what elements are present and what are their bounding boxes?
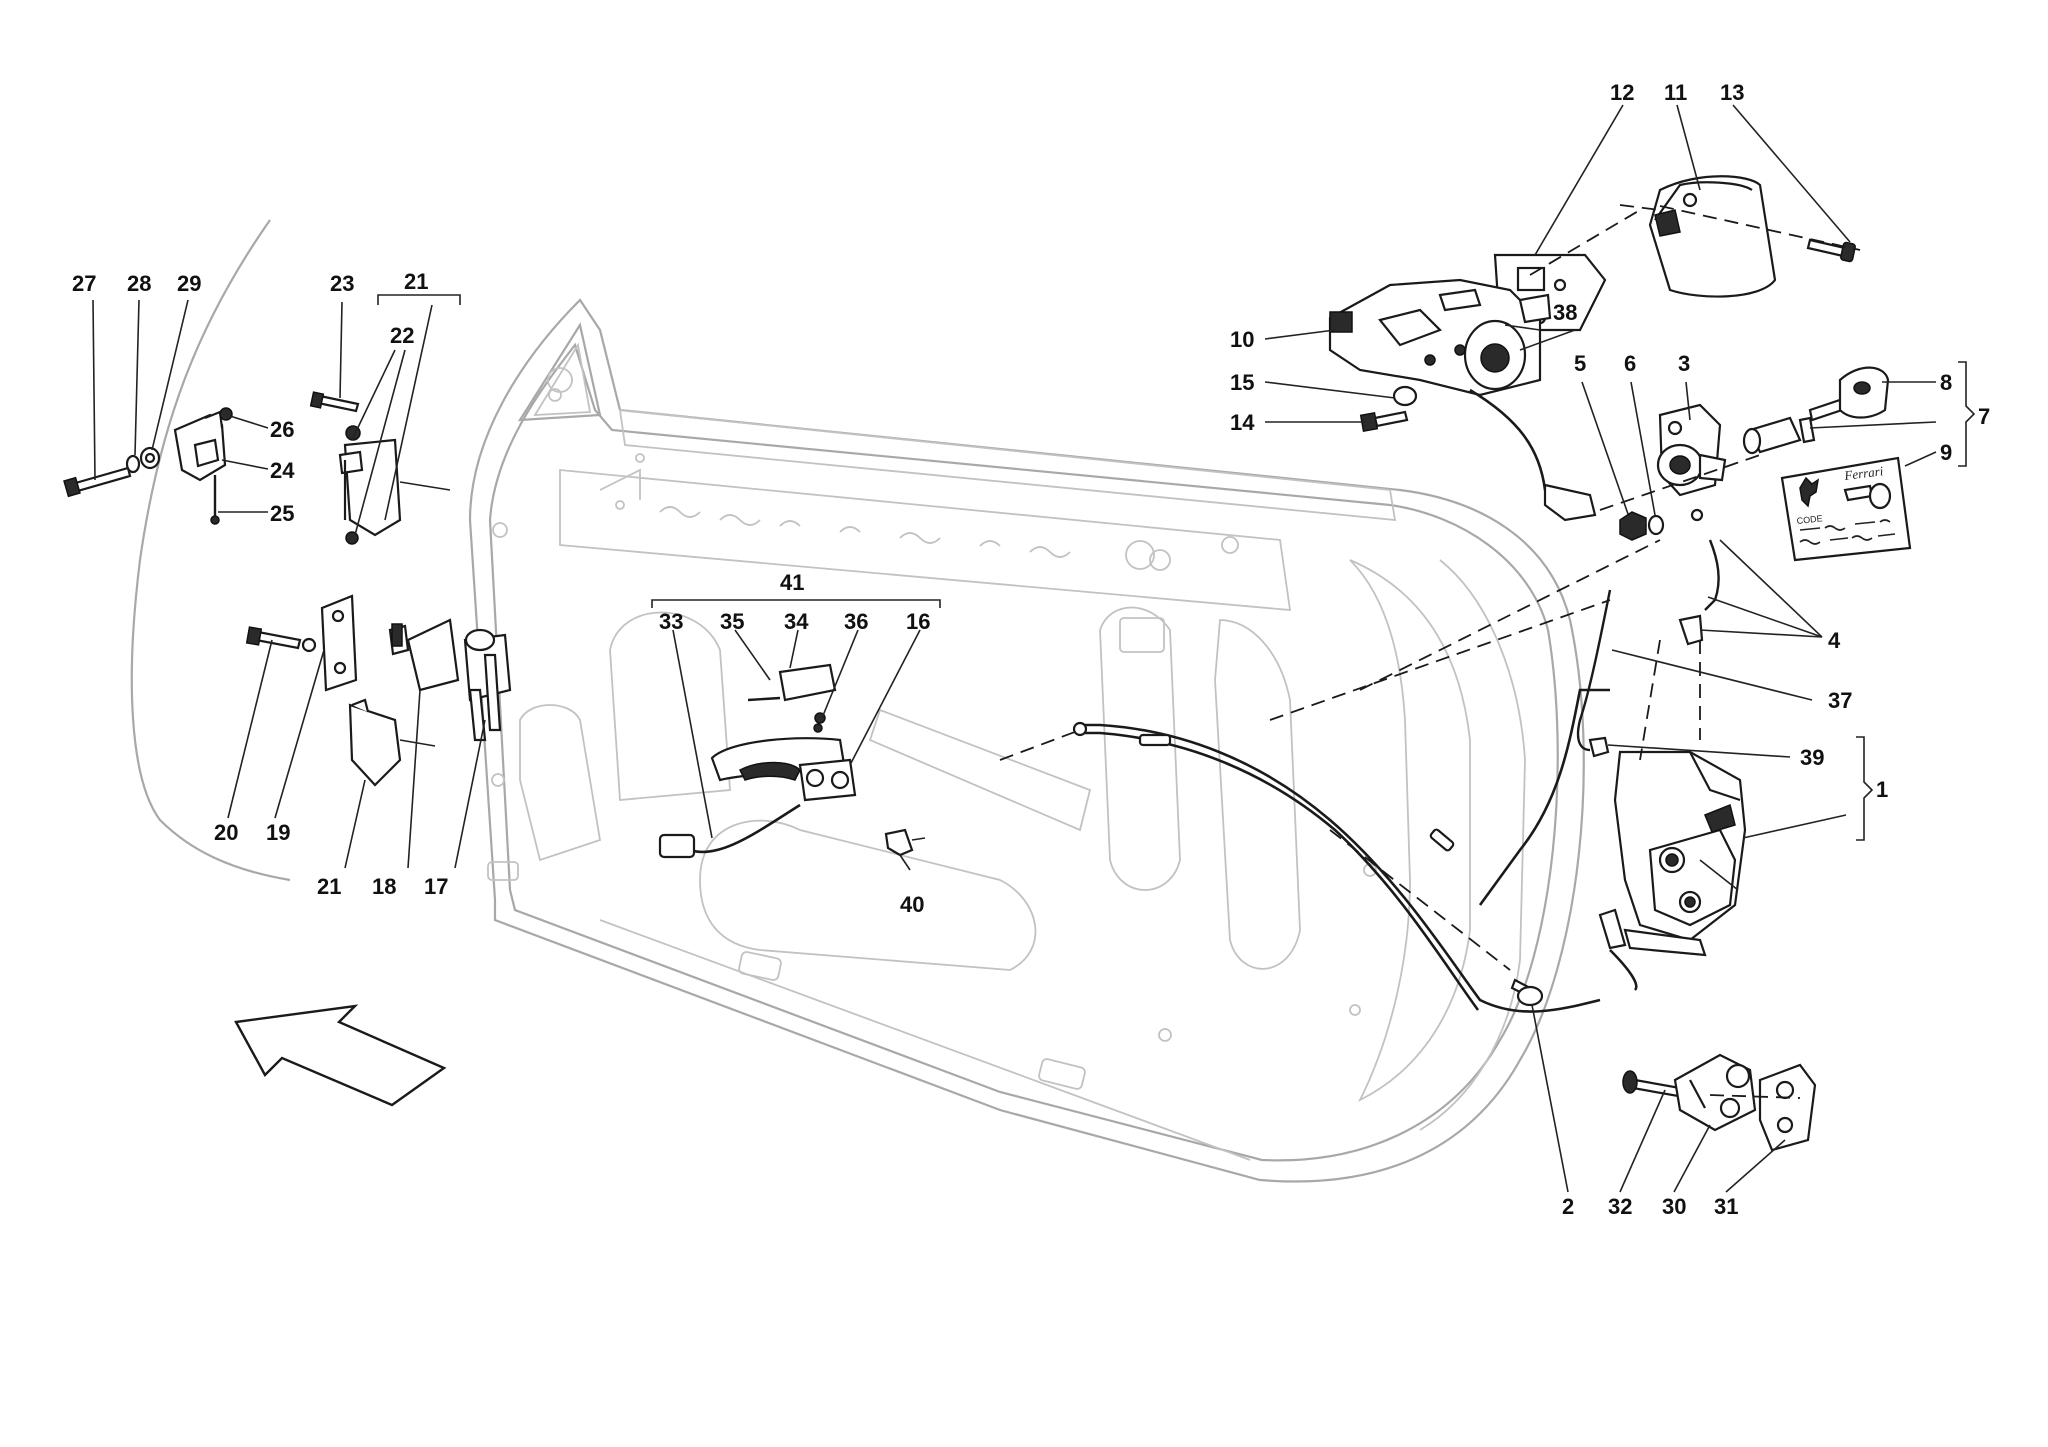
label-17: 17 — [424, 874, 448, 899]
label-25: 25 — [270, 501, 294, 526]
hinge-18 — [388, 618, 460, 692]
bolt-20 — [245, 626, 302, 650]
label-13: 13 — [1720, 80, 1744, 105]
release-cables — [1072, 688, 1610, 1013]
label-35: 35 — [720, 609, 744, 634]
striker-30 — [1673, 1053, 1757, 1132]
washer-29-hole — [144, 452, 156, 464]
clip-39 — [1588, 736, 1610, 758]
pin-25-end — [210, 515, 220, 525]
label-33: 33 — [659, 609, 683, 634]
bolt-32 — [1622, 1070, 1682, 1098]
clip-40 — [884, 828, 926, 857]
label-38: 38 — [1553, 300, 1577, 325]
washer-28 — [125, 454, 141, 474]
label-40: 40 — [900, 892, 924, 917]
label-14: 14 — [1230, 410, 1255, 435]
nut-26 — [219, 407, 233, 421]
inner-handle-assembly — [658, 663, 857, 859]
plate-19 — [320, 594, 358, 692]
washer-6 — [1647, 514, 1665, 536]
label-15: 15 — [1230, 370, 1254, 395]
callout-labels: 27 28 29 26 24 25 23 21 22 20 19 21 18 1… — [72, 80, 1990, 1219]
label-29: 29 — [177, 271, 201, 296]
key-code-card-9: Ferrari CODE — [1780, 456, 1912, 562]
screw-2 — [1510, 978, 1544, 1007]
assembly-lines — [999, 204, 1861, 1099]
label-37: 37 — [1828, 688, 1852, 713]
car-body-outline — [130, 219, 291, 882]
label-27: 27 — [72, 271, 96, 296]
rod-37 — [1576, 589, 1612, 752]
label-4: 4 — [1828, 628, 1841, 653]
label-12: 12 — [1610, 80, 1634, 105]
plate-31 — [1758, 1063, 1817, 1152]
door-panel — [468, 298, 1585, 1183]
label-20: 20 — [214, 820, 238, 845]
label-16: 16 — [906, 609, 930, 634]
label-36: 36 — [844, 609, 868, 634]
label-34: 34 — [784, 609, 809, 634]
door-latch-1 — [1598, 750, 1747, 991]
label-1: 1 — [1876, 777, 1888, 802]
label-10: 10 — [1230, 327, 1254, 352]
bolt-23 — [309, 391, 360, 413]
label-9: 9 — [1940, 440, 1952, 465]
rod-4 — [1678, 539, 1720, 646]
lock-cylinder-7 — [1742, 416, 1816, 455]
bolt-14 — [1359, 410, 1409, 432]
label-6: 6 — [1624, 351, 1636, 376]
label-32: 32 — [1608, 1194, 1632, 1219]
label-8: 8 — [1940, 370, 1952, 395]
label-28: 28 — [127, 271, 151, 296]
label-2: 2 — [1562, 1194, 1574, 1219]
label-5: 5 — [1574, 351, 1586, 376]
label-11: 11 — [1664, 80, 1687, 105]
arrow-up-left-icon — [234, 1004, 447, 1107]
label-30: 30 — [1662, 1194, 1686, 1219]
leader-lines — [92, 104, 1976, 1193]
label-3: 3 — [1678, 351, 1690, 376]
card-brand: Ferrari — [1843, 463, 1885, 483]
label-23: 23 — [330, 271, 354, 296]
label-26: 26 — [270, 417, 294, 442]
label-7: 7 — [1978, 404, 1990, 429]
screw-13 — [1806, 238, 1856, 263]
card-code-label: CODE — [1796, 513, 1823, 526]
nut-5 — [1619, 511, 1647, 541]
label-22: 22 — [390, 323, 414, 348]
prancing-horse-icon — [1799, 476, 1820, 508]
outer-handle-11 — [1648, 175, 1777, 298]
lock-barrel-3 — [1656, 403, 1727, 497]
bolt-27 — [63, 466, 132, 498]
hinge-upper-21 — [338, 425, 402, 545]
label-24: 24 — [270, 458, 295, 483]
label-39: 39 — [1800, 745, 1824, 770]
label-21-bottom: 21 — [317, 874, 341, 899]
lock-mechanism-10 — [1328, 278, 1597, 522]
label-21-top: 21 — [404, 269, 428, 294]
washer-3b — [1690, 508, 1704, 522]
label-18: 18 — [372, 874, 396, 899]
washer-20 — [301, 637, 317, 653]
bracket-21 — [348, 698, 402, 787]
washer-15 — [1392, 385, 1418, 407]
label-31: 31 — [1714, 1194, 1738, 1219]
label-41: 41 — [780, 570, 804, 595]
key-8 — [1808, 366, 1890, 422]
hinge-17 — [463, 628, 512, 742]
label-19: 19 — [266, 820, 290, 845]
hinge-bracket-24 — [173, 410, 227, 482]
